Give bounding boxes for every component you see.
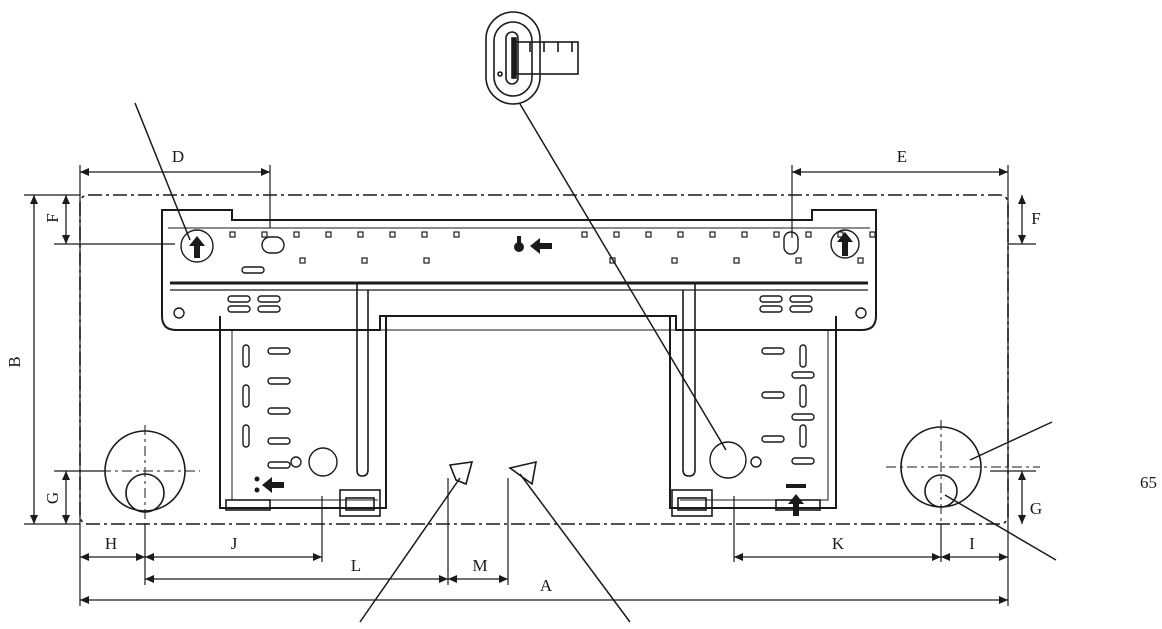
label-J: J [231,534,238,553]
mounting-plate [161,209,877,509]
label-M: M [472,556,487,575]
plate-hole [805,231,812,238]
leader-lines [134,102,1057,623]
plate-hole [453,231,460,238]
plate-hole [581,231,588,238]
plate-hole [677,231,684,238]
pipe-hole-left [80,425,200,530]
tape-measure-inset [485,11,579,105]
dimension-labels: D E B F G F G H J K I L M A [5,147,1042,595]
label-H: H [105,534,117,553]
label-L: L [351,556,361,575]
plate-hole [613,231,620,238]
plate-hole [299,257,306,264]
plate-hole [741,231,748,238]
plate-hole [361,257,368,264]
plate-slots [173,229,867,479]
label-K: K [832,534,845,553]
direction-arrows [189,232,853,516]
pipe-hole-right [886,420,1040,530]
bracket-feet [225,489,821,517]
plate-hole [709,231,716,238]
plate-hole [357,231,364,238]
label-E: E [897,147,907,166]
plate-hole [421,231,428,238]
plate-hole [389,231,396,238]
label-B: B [5,356,24,367]
dimension-lines [30,168,1026,604]
label-F-left: F [43,213,62,222]
wedge-markers [448,460,538,486]
plate-hole [773,231,780,238]
plate-hole [857,257,864,264]
page-number: 65 [1140,473,1157,492]
plate-hole [325,231,332,238]
label-A: A [540,576,553,595]
plate-hole [229,231,236,238]
label-I: I [969,534,975,553]
label-D: D [172,147,184,166]
plate-hole [261,231,268,238]
plate-hole [423,257,430,264]
plate-hole [645,231,652,238]
plate-hole [795,257,802,264]
plate-small-holes [229,231,876,264]
plate-hole [671,257,678,264]
label-G-left: G [43,492,62,504]
label-F-right: F [1031,209,1040,228]
plate-hole [733,257,740,264]
label-G-right: G [1030,499,1042,518]
plate-hole [293,231,300,238]
plate-hole [869,231,876,238]
extension-lines [24,165,1036,606]
